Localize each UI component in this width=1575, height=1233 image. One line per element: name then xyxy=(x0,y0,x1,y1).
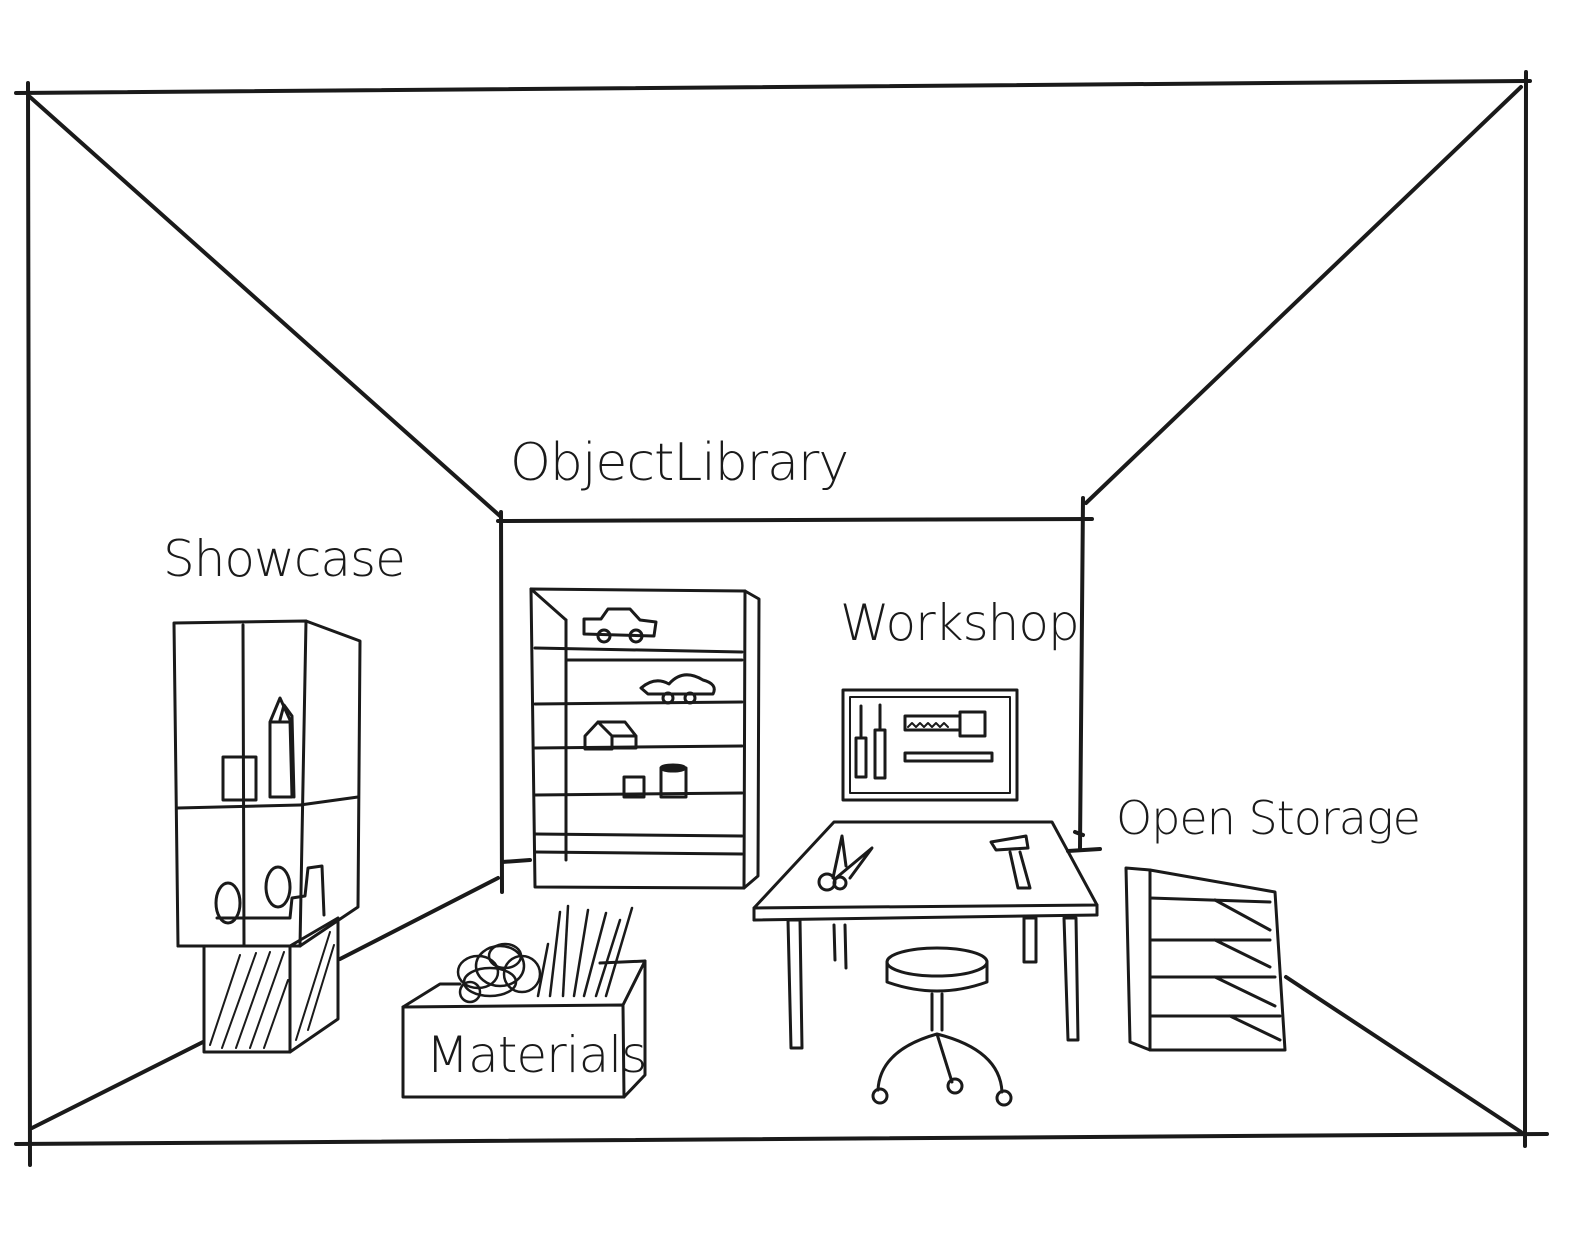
shelf-board-2 xyxy=(533,700,744,706)
showcase-bench-object xyxy=(215,864,326,920)
floor-left-diagonal-upper xyxy=(338,876,500,961)
open-storage-shelf xyxy=(1124,866,1287,1052)
back-wall-top xyxy=(496,517,1094,523)
back-wall-left xyxy=(499,510,504,894)
shelf-board-6 xyxy=(533,850,744,856)
shelf-board-4 xyxy=(533,791,744,797)
stool-post xyxy=(930,992,944,1032)
toy-car-icon xyxy=(582,607,658,638)
label-open-storage: Open Storage xyxy=(1116,791,1420,845)
pegboard-inner xyxy=(849,696,1011,794)
open-storage-diag-4 xyxy=(1228,1014,1282,1042)
showcase-side xyxy=(298,619,362,948)
back-wall-bottom-right xyxy=(1066,847,1102,853)
open-storage-box xyxy=(1148,868,1287,1052)
frame-left-line xyxy=(26,81,32,1167)
frame-right-line xyxy=(1523,70,1528,1148)
open-storage-diag-2 xyxy=(1213,938,1272,969)
back-wall-right xyxy=(1078,496,1085,850)
stool-seat-top xyxy=(885,946,989,978)
scissors-icon xyxy=(817,834,874,892)
showcase-cube-object xyxy=(221,755,258,802)
showcase-roll-object xyxy=(214,881,242,925)
open-storage-diag-3 xyxy=(1213,975,1277,1008)
showcase-shelf-front xyxy=(176,803,302,810)
stool-wheel-3 xyxy=(995,1089,1013,1107)
toy-animal-wheel-2 xyxy=(683,691,697,705)
showcase-roll-object-2 xyxy=(264,865,292,909)
showcase-base-side xyxy=(288,916,340,1054)
toy-car-wheel-back xyxy=(628,628,644,644)
showcase-tower-object xyxy=(268,696,294,799)
room-outline xyxy=(14,70,1549,1167)
workbench xyxy=(752,820,1099,1050)
ruler-icon xyxy=(903,751,994,763)
materials-box-top xyxy=(401,982,462,1009)
showcase-base-front xyxy=(202,944,292,1054)
back-wall-bottom-far xyxy=(1073,830,1085,837)
workbench-leg-back-right xyxy=(1022,916,1038,964)
materials-box-side xyxy=(621,959,647,1099)
stool-seat-rim xyxy=(885,960,989,993)
frame-bottom-line xyxy=(14,1132,1549,1146)
shelf-frame xyxy=(529,587,747,890)
showcase-shelf-side xyxy=(298,795,360,807)
shelf-board-3 xyxy=(533,744,744,750)
toy-block-2 xyxy=(659,766,688,799)
showcase-cabinet xyxy=(172,619,362,1054)
workbench-top xyxy=(752,820,1099,910)
saw-icon xyxy=(903,710,987,738)
toy-animal-wheel-1 xyxy=(661,691,675,705)
screwdriver-1-icon xyxy=(854,704,868,779)
ceiling-right-diagonal xyxy=(1084,85,1523,505)
toy-house-icon xyxy=(583,720,638,751)
toy-block-2-top xyxy=(659,763,687,773)
workbench-leg-back-left xyxy=(832,923,837,962)
showcase-base-hatching xyxy=(209,931,335,1049)
workbench-leg-front-right xyxy=(1062,916,1080,1042)
open-storage-front xyxy=(1124,866,1152,1052)
shelf-inner-left xyxy=(529,587,568,622)
toy-car-wheel-front xyxy=(596,628,612,644)
label-workshop: Workshop xyxy=(840,594,1079,652)
open-storage-diag-1 xyxy=(1213,898,1272,932)
stool-wheel-1 xyxy=(871,1087,889,1105)
label-materials: Materials xyxy=(426,1026,646,1084)
rods-icon xyxy=(536,904,634,998)
saw-teeth xyxy=(907,722,949,728)
showcase-tower-object-2 xyxy=(278,703,296,799)
label-showcase: Showcase xyxy=(163,530,405,588)
showcase-mid-divider xyxy=(241,623,246,948)
screwdriver-2-icon xyxy=(873,703,887,780)
open-storage-shelf-1 xyxy=(1148,896,1272,904)
materials-box xyxy=(401,904,647,1099)
ceiling-left-diagonal xyxy=(28,95,502,518)
toy-animal-icon xyxy=(639,673,716,696)
shelf-side xyxy=(742,589,761,890)
stool xyxy=(871,946,1013,1107)
label-object-library: ObjectLibrary xyxy=(510,433,848,493)
hammer-icon xyxy=(989,834,1032,890)
floor-right-diagonal xyxy=(1284,975,1523,1134)
frame-top-line xyxy=(14,79,1532,95)
wire-tangle-icon xyxy=(456,942,542,1004)
floor-left-diagonal xyxy=(30,1040,205,1130)
workbench-leg-front-left xyxy=(786,918,804,1050)
object-library-shelf xyxy=(529,587,761,890)
pegboard-frame xyxy=(841,688,1019,802)
shelf-board-5 xyxy=(533,832,744,838)
workbench-leg-back-left-2 xyxy=(843,923,848,970)
workshop-pegboard xyxy=(841,688,1019,802)
stool-wheel-2 xyxy=(946,1077,964,1095)
workbench-front-edge xyxy=(752,913,1099,922)
stool-legs xyxy=(876,1032,1004,1094)
shelf-board-1 xyxy=(533,646,744,654)
back-wall-bottom-left xyxy=(500,858,532,864)
toy-block-1 xyxy=(622,775,646,799)
